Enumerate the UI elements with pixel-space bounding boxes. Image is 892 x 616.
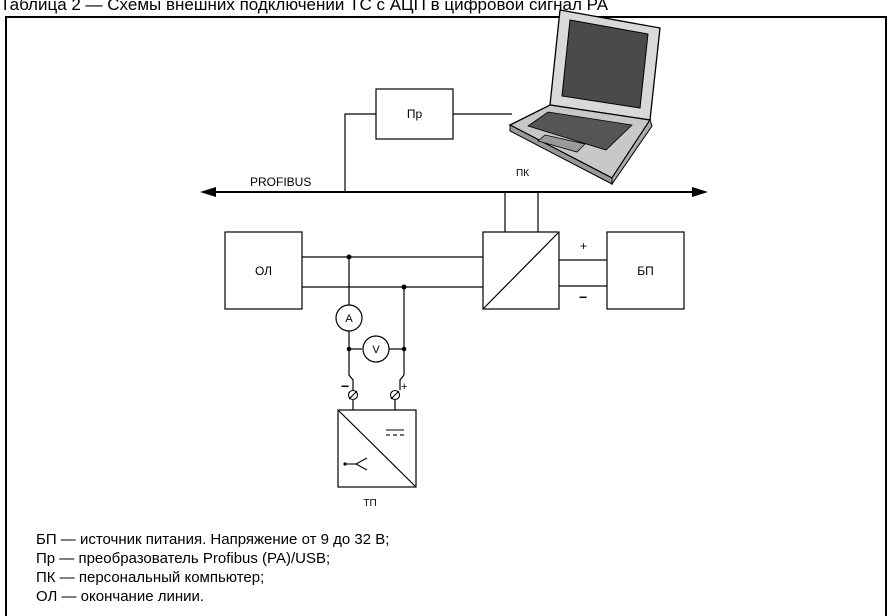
signal-converter-box [482, 231, 560, 310]
ammeter-label: А [345, 313, 353, 325]
power-supply-box: БП [606, 231, 685, 310]
converter-box: Пр [375, 88, 454, 140]
voltmeter-label: V [372, 344, 380, 356]
ammeter-wire-bottom [348, 331, 354, 390]
converter-bus-wire [344, 113, 376, 192]
junction-dot-voltmeter [401, 346, 407, 352]
legend: БП — источник питания. Напряжение от 9 д… [36, 530, 389, 606]
power-minus-sign: − [579, 289, 587, 305]
legend-item: Пр — преобразователь Profibus (PA)/USB; [36, 550, 331, 567]
junction-dot-ammeter [346, 346, 352, 352]
terminal-plus-icon [389, 389, 401, 401]
sensor-box [337, 409, 417, 488]
sensor-minus-sign: − [341, 378, 349, 394]
figure-frame [5, 16, 887, 616]
legend-item: ПК — персональный компьютер; [36, 569, 265, 586]
profibus-bus [200, 187, 708, 197]
terminator-box: ОЛ [224, 231, 303, 310]
legend-item: ОЛ — окончание линии. [36, 588, 205, 605]
sensor-plus-sign: + [401, 381, 407, 393]
pc-label: ПК [516, 168, 529, 179]
power-supply-label: БП [637, 264, 654, 278]
terminator-label: ОЛ [255, 264, 272, 278]
bus-label: PROFIBUS [250, 175, 311, 189]
laptop-icon [508, 9, 661, 186]
power-plus-sign: + [580, 239, 587, 253]
terminal-minus-icon [347, 389, 359, 401]
sensor-label: ТП [363, 498, 376, 509]
sensor-plus-wire-lower [399, 374, 405, 390]
legend-item: БП — источник питания. Напряжение от 9 д… [36, 531, 390, 548]
figure-caption: Таблица 2 — Схемы внешних подключений ТС… [0, 0, 609, 14]
converter-label: Пр [407, 107, 423, 121]
